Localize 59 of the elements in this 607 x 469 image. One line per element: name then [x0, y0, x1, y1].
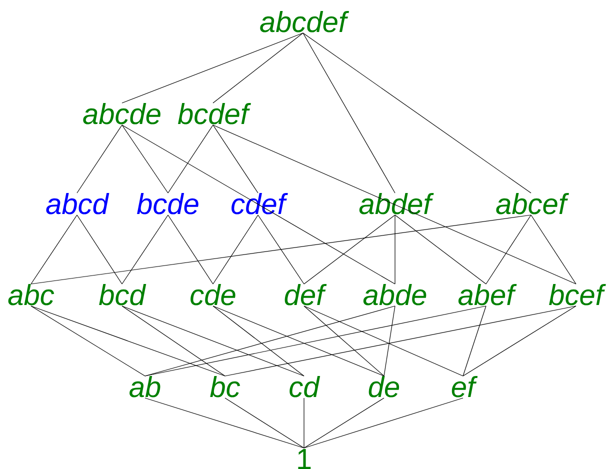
hasse-line — [304, 214, 396, 284]
hasse-line — [168, 214, 214, 284]
hasse-line — [394, 214, 396, 284]
set-label: bcde — [136, 193, 198, 214]
hasse-line — [212, 32, 304, 104]
hasse-line — [30, 214, 532, 284]
hasse-line — [212, 306, 304, 376]
hasse-line — [122, 124, 396, 284]
hasse-line — [144, 306, 396, 376]
set-label: abc — [8, 284, 54, 306]
set-label: cde — [190, 284, 236, 306]
set-label: abcdef — [260, 10, 350, 32]
hasse-line — [304, 306, 464, 376]
set-label: abcde — [83, 102, 160, 124]
hasse-line — [122, 306, 226, 376]
set-label: bcd — [99, 284, 146, 306]
set-label: bcef — [549, 284, 606, 306]
hasse-line — [212, 124, 576, 284]
hasse-line — [212, 124, 258, 194]
set-label: de — [368, 376, 400, 398]
hasse-line — [122, 32, 304, 104]
hasse-line — [212, 306, 384, 376]
hasse-line — [302, 32, 396, 194]
set-label: cd — [290, 376, 320, 398]
set-label: 1 — [298, 449, 311, 469]
set-label: abcd — [46, 193, 110, 214]
hasse-line — [122, 306, 304, 376]
hasse-line — [212, 214, 258, 284]
hasse-line — [486, 214, 532, 284]
hasse-line — [122, 214, 168, 284]
hasse-line — [144, 398, 304, 448]
hasse-line — [530, 214, 576, 284]
hasse-line — [76, 124, 122, 194]
set-label: abef — [458, 284, 517, 306]
set-label: bcdef — [178, 102, 251, 124]
set-label: abcef — [496, 193, 569, 214]
set-label: def — [284, 284, 327, 306]
hasse-line — [30, 306, 226, 376]
hasse-line — [304, 306, 384, 376]
hasse-line — [394, 214, 486, 284]
hasse-line — [304, 398, 464, 448]
hasse-line — [30, 306, 146, 376]
hasse-line — [258, 214, 304, 284]
hasse-line — [122, 124, 168, 194]
set-label: bc — [210, 376, 240, 398]
hasse-line — [168, 124, 214, 194]
set-label: ab — [130, 376, 160, 398]
hasse-line — [30, 214, 78, 284]
hasse-line — [76, 214, 122, 284]
set-label: abde — [363, 284, 426, 306]
set-label: ef — [452, 376, 478, 398]
hasse-line — [462, 306, 576, 376]
hasse-line — [144, 306, 486, 376]
hasse-line — [462, 306, 486, 376]
hasse-line — [224, 306, 576, 376]
hasse-line — [302, 32, 532, 194]
hasse-line — [304, 398, 384, 448]
hasse-line — [384, 306, 396, 376]
hasse-line — [224, 398, 304, 448]
